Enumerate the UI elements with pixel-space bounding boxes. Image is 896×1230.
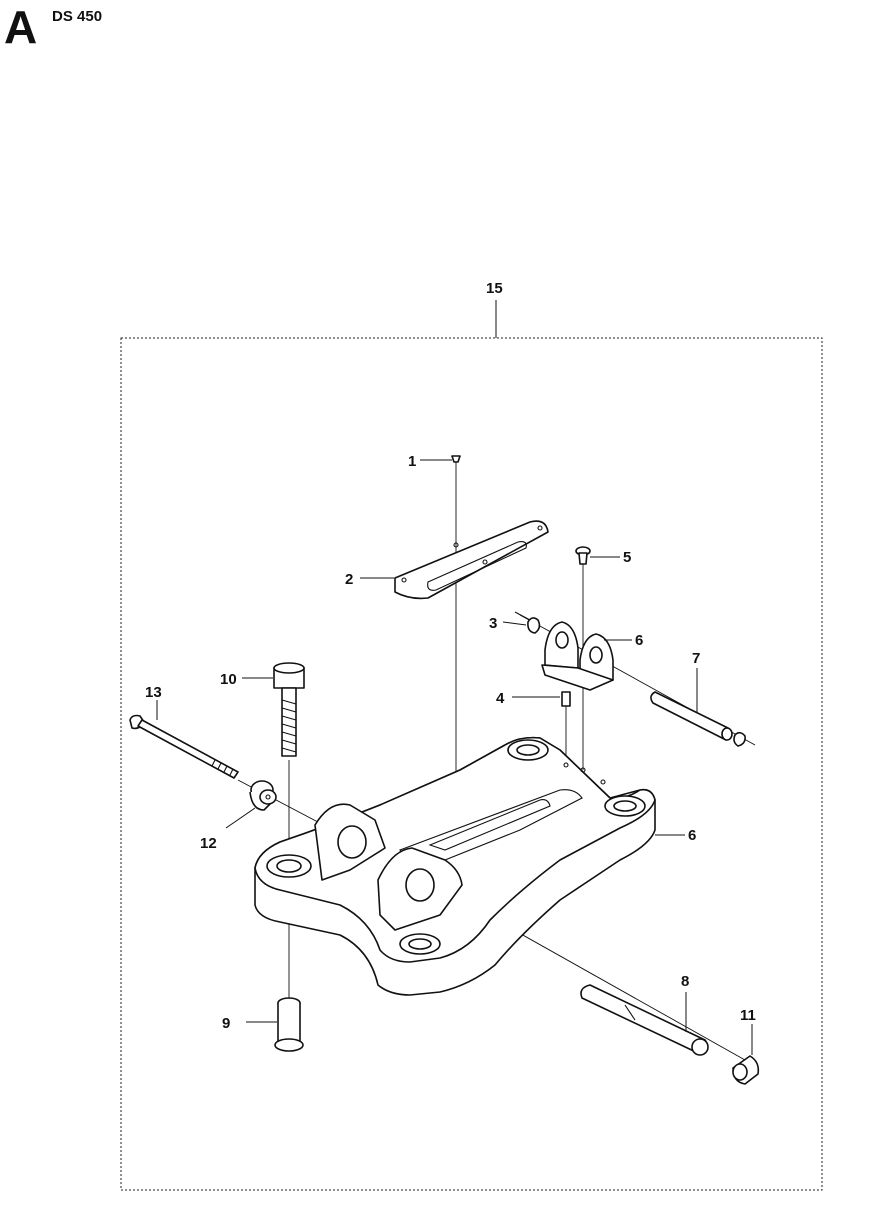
callout-5[interactable]: 5 [623, 549, 631, 566]
hex-bolt [273, 662, 305, 757]
callout-2[interactable]: 2 [345, 571, 353, 588]
screw-bracket [575, 546, 591, 565]
callout-15[interactable]: 15 [486, 280, 503, 297]
leader-3 [502, 621, 527, 626]
assembly-frame [120, 337, 823, 1191]
callout-9[interactable]: 8 [681, 973, 689, 990]
callout-11[interactable]: 10 [220, 671, 237, 688]
callout-10[interactable]: 9 [222, 1015, 230, 1032]
model-code: DS 450 [52, 8, 103, 25]
retaining-clip-left [514, 611, 541, 634]
section-letter: A [4, 1, 38, 53]
threaded-insert [274, 997, 304, 1052]
screw-small [451, 455, 461, 463]
end-cap [732, 1055, 760, 1085]
dowel-pin [561, 691, 571, 707]
callout-6[interactable]: 6 [635, 632, 643, 649]
slotted-plate [394, 520, 549, 600]
callout-4[interactable]: 4 [496, 690, 505, 707]
sleeve [580, 984, 709, 1056]
pivot-bracket [541, 621, 614, 691]
base-plate [254, 736, 656, 996]
callout-3[interactable]: 3 [489, 615, 497, 632]
callout-13[interactable]: 12 [200, 835, 217, 852]
leader-13 [225, 807, 256, 829]
callout-12[interactable]: 11 [740, 1007, 756, 1024]
bushing [249, 780, 277, 811]
callout-8[interactable]: 6 [688, 827, 696, 844]
long-bolt [129, 714, 239, 779]
callout-14[interactable]: 13 [145, 684, 162, 701]
callout-7[interactable]: 7 [692, 650, 700, 667]
pivot-pin [650, 691, 746, 747]
callout-1[interactable]: 1 [408, 453, 416, 470]
